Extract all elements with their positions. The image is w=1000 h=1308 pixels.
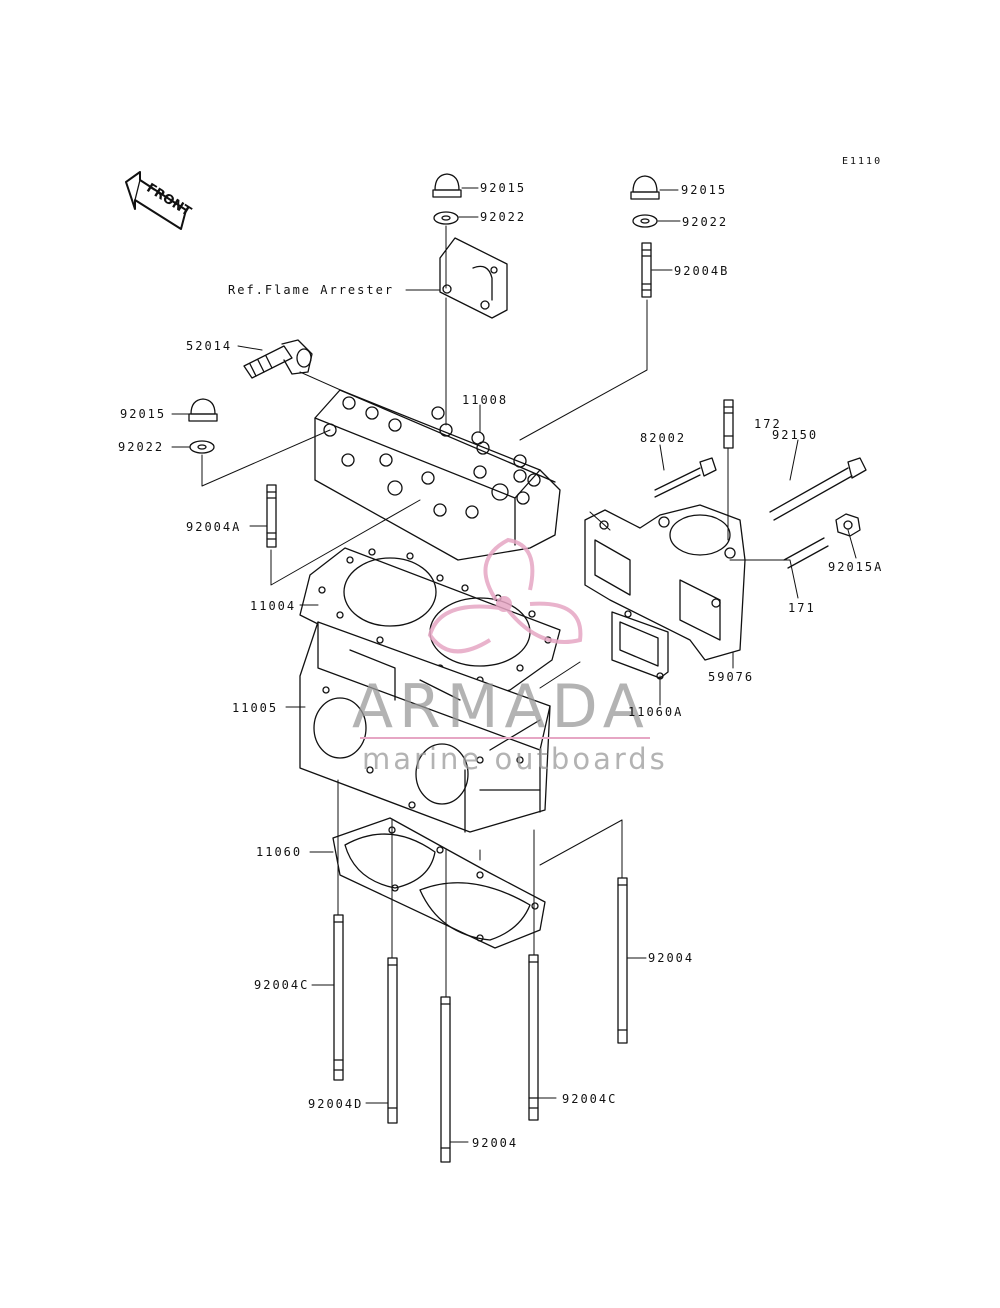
part-label-82002[interactable]: 82002: [640, 431, 687, 445]
stud-92004-right: [617, 877, 628, 1044]
cap-nut-92015-left: [188, 398, 218, 422]
part-label-11005[interactable]: 11005: [232, 701, 279, 715]
part-label-11004[interactable]: 11004: [250, 599, 297, 613]
bolt-82002: [654, 457, 717, 498]
base-gasket-11060: [332, 817, 546, 949]
diagram-code: E1110: [842, 156, 883, 167]
part-label-92022-left[interactable]: 92022: [118, 440, 165, 454]
stud-92004-bottom: [440, 996, 451, 1163]
stud-92004C-right: [528, 954, 539, 1121]
cap-nut-92015-right: [630, 175, 660, 200]
part-label-92004B[interactable]: 92004B: [674, 264, 730, 278]
leader-lines: [171, 187, 857, 1143]
part-label-52014[interactable]: 52014: [186, 339, 233, 353]
washer-92022-right: [632, 214, 658, 228]
part-label-92004A[interactable]: 92004A: [186, 520, 242, 534]
part-label-92004-right[interactable]: 92004: [648, 951, 695, 965]
part-label-59076[interactable]: 59076: [708, 670, 755, 684]
part-label-92015-center[interactable]: 92015: [480, 181, 527, 195]
part-label-92004C-left[interactable]: 92004C: [254, 978, 310, 992]
part-label-172[interactable]: 172: [754, 417, 782, 431]
cap-nut-92015-center: [432, 173, 462, 198]
part-label-ref-flame-arrester[interactable]: Ref.Flame Arrester: [228, 283, 395, 297]
fitting-52014: [243, 339, 313, 379]
part-label-92004D[interactable]: 92004D: [308, 1097, 364, 1111]
flame-arrester-bracket: [439, 237, 508, 319]
watermark-subtitle: marine outboards: [362, 742, 668, 776]
part-label-92022-center[interactable]: 92022: [480, 210, 527, 224]
part-label-11060A[interactable]: 11060A: [628, 705, 684, 719]
stud-92004A: [266, 484, 277, 548]
part-label-92150[interactable]: 92150: [772, 428, 819, 442]
part-label-92015-right[interactable]: 92015: [681, 183, 728, 197]
bolt-92150: [769, 457, 867, 521]
washer-92022-left: [189, 440, 215, 454]
cylinder-head-11008: [314, 389, 561, 561]
front-arrow-icon: FRONT: [125, 171, 194, 230]
watermark-logo-icon: [427, 537, 583, 654]
washer-92022-center: [433, 211, 459, 225]
manifold-gasket-11060A: [611, 610, 669, 680]
watermark-title: ARMADA: [352, 672, 650, 742]
part-label-92015-left[interactable]: 92015: [120, 407, 167, 421]
part-label-92004-bottom[interactable]: 92004: [472, 1136, 519, 1150]
part-label-92022-right[interactable]: 92022: [682, 215, 729, 229]
stud-92004C-left: [333, 914, 344, 1081]
stud-171: [783, 537, 829, 569]
part-label-171[interactable]: 171: [788, 601, 816, 615]
stud-92004D: [387, 957, 398, 1124]
nut-92015A: [835, 513, 861, 537]
part-label-11008[interactable]: 11008: [462, 393, 509, 407]
part-label-92015A[interactable]: 92015A: [828, 560, 884, 574]
cylinder-block-11005: [299, 621, 551, 833]
part-label-11060[interactable]: 11060: [256, 845, 303, 859]
stud-172: [723, 399, 734, 449]
stud-92004B: [641, 242, 652, 298]
part-label-92004C-right[interactable]: 92004C: [562, 1092, 618, 1106]
